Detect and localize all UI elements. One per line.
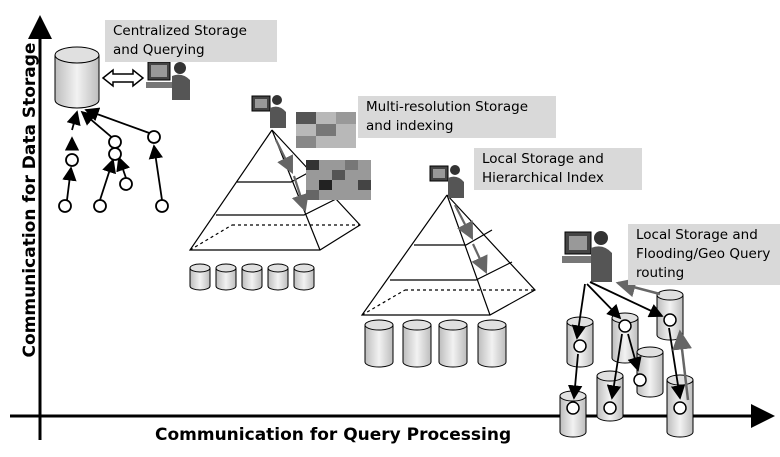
double-arrow-icon (101, 68, 145, 88)
centralized-tree (58, 107, 169, 213)
hierarchical-database-row (364, 319, 507, 368)
label-hierarchical-index: Local Storage and Hierarchical Index (474, 148, 642, 190)
multires-query-arrows (275, 139, 309, 213)
flooding-response-arrows (615, 277, 692, 401)
flooding-nodes (566, 313, 687, 415)
user-at-computer-icon (429, 165, 464, 198)
hierarchical-pyramid (360, 194, 536, 316)
user-at-computer-icon (251, 95, 286, 128)
y-axis-label: Communication for Data Storage (20, 42, 40, 358)
label-flooding-routing: Local Storage and Flooding/Geo Query rou… (628, 224, 780, 285)
label-centralized-storage: Centralized Storage and Querying (105, 20, 277, 62)
flooding-query-arrows (567, 281, 686, 400)
resolution-grid-icon (296, 112, 371, 200)
axes (10, 15, 775, 440)
user-at-computer-icon (562, 231, 612, 282)
user-at-computer-icon (146, 61, 190, 100)
x-axis-label: Communication for Query Processing (155, 425, 512, 445)
hierarchical-query-arrows (454, 204, 488, 274)
label-multires-storage: Multi-resolution Storage and indexing (358, 96, 556, 138)
multires-database-row (189, 263, 315, 291)
central-database-icon (54, 46, 100, 109)
